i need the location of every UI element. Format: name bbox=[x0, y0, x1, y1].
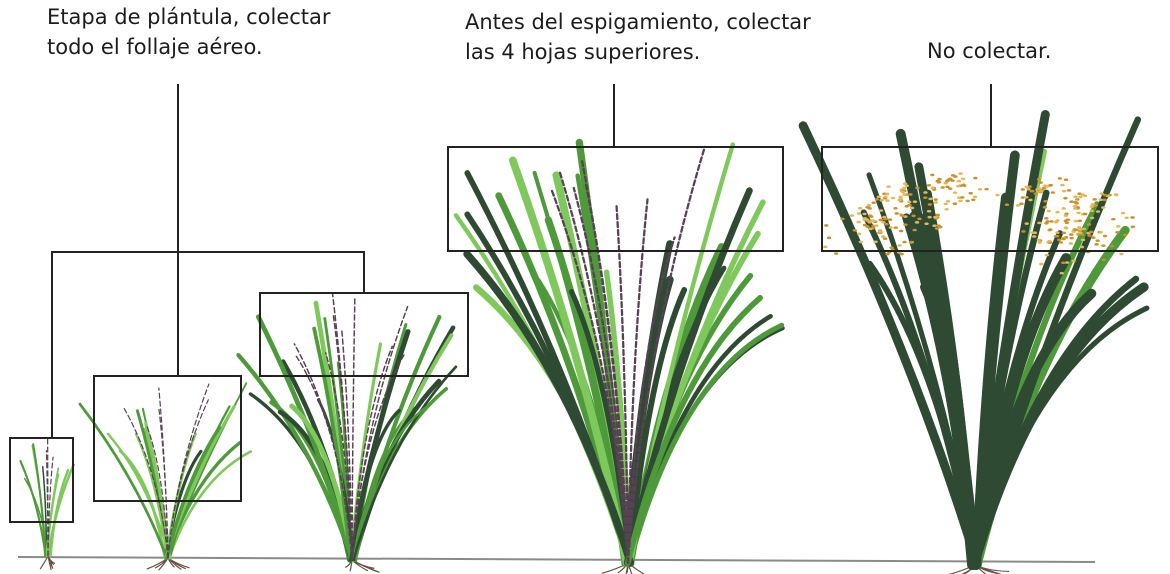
caption-pre-heading-line-2: las 4 hojas superiores. bbox=[465, 40, 701, 64]
collection-box-stage-2 bbox=[93, 375, 242, 502]
caption-seedling-line-2: todo el follaje aéreo. bbox=[47, 35, 263, 59]
leaves bbox=[236, 300, 458, 563]
grain-panicles bbox=[823, 172, 1135, 275]
rice-plant-5 bbox=[798, 110, 1150, 574]
stems bbox=[123, 383, 210, 559]
leaves bbox=[453, 138, 785, 567]
roots bbox=[146, 557, 190, 571]
caption-mature-line-1: No colectar. bbox=[927, 39, 1052, 63]
stems bbox=[45, 436, 54, 557]
collection-box-stage-4 bbox=[447, 146, 784, 252]
leaves bbox=[19, 443, 75, 558]
caption-mature-stage: No colectar. bbox=[927, 36, 1051, 66]
rice-plant-2 bbox=[78, 382, 253, 571]
ground-line bbox=[17, 556, 1096, 563]
stems bbox=[549, 145, 706, 565]
leaves bbox=[798, 110, 1150, 571]
rice-plant-1 bbox=[19, 436, 75, 571]
caption-pre-heading-line-1: Antes del espigamiento, colectar bbox=[465, 10, 811, 34]
caption-seedling-stage: Etapa de plántula, colectar todo el foll… bbox=[47, 2, 331, 62]
rice-plant-4 bbox=[453, 138, 785, 574]
caption-seedling-line-1: Etapa de plántula, colectar bbox=[47, 5, 331, 29]
connector-seedling bbox=[51, 84, 365, 438]
rice-plant-3 bbox=[236, 293, 458, 573]
leaves bbox=[78, 382, 253, 560]
stems bbox=[293, 293, 409, 561]
collection-box-stage-1 bbox=[9, 437, 74, 523]
caption-pre-heading-stage: Antes del espigamiento, colectar las 4 h… bbox=[465, 7, 811, 67]
